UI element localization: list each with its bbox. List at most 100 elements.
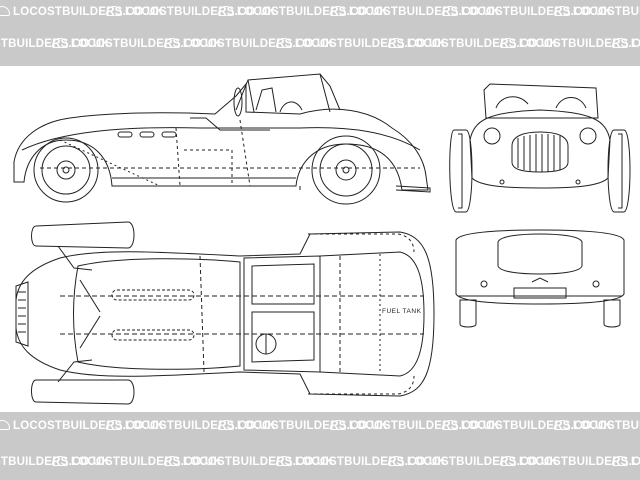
watermark-item: LOCOSTBUILDERS.CO.UK <box>554 6 640 18</box>
watermark-item: LOCOSTBUILDERS.CO.UK <box>0 420 164 432</box>
front-grille <box>512 132 568 172</box>
side-steering-wheel <box>234 88 242 116</box>
watermark-text: LOCOSTBUILDERS.CO.UK <box>631 38 640 50</box>
front-view <box>450 84 630 212</box>
watermark-text: LOCOSTBUILDERS.CO.UK <box>461 6 612 18</box>
watermark-band-top: LOCOSTBUILDERS.CO.UKLOCOSTBUILDERS.CO.UK… <box>0 0 640 66</box>
side-rear-wheel <box>312 136 380 204</box>
side-view <box>14 74 430 204</box>
watermark-item: LOCOSTBUILDERS.CO.UK <box>164 38 334 50</box>
watermark-item: LOCOSTBUILDERS.CO.UK <box>442 6 612 18</box>
watermark-item: LOCOSTBUILDERS.CO.UK <box>500 38 640 50</box>
plan-fuel-tank-label: FUEL TANK <box>382 308 422 315</box>
car-logo-icon <box>330 6 346 16</box>
car-logo-icon <box>554 420 570 430</box>
watermark-text: LOCOSTBUILDERS.CO.UK <box>519 456 640 468</box>
plan-view: FUEL TANK <box>16 222 434 404</box>
watermark-item: LOCOSTBUILDERS.CO.UK <box>330 420 500 432</box>
side-front-wheel <box>34 138 98 202</box>
rear-left-wheel <box>460 300 476 327</box>
watermark-item: LOCOSTBUILDERS.CO.UK <box>330 6 500 18</box>
watermark-item: LOCOSTBUILDERS.CO.UK <box>388 38 558 50</box>
watermark-item: LOCOSTBUILDERS.CO.UK <box>500 456 640 468</box>
rear-view <box>456 230 624 327</box>
watermark-item: LOCOSTBUILDERS.CO.UK <box>388 456 558 468</box>
front-body <box>470 110 610 188</box>
car-logo-icon <box>612 456 628 466</box>
side-body-outline <box>14 84 428 190</box>
watermark-item: LOCOSTBUILDERS.CO.UK <box>218 6 388 18</box>
front-left-wheel <box>450 130 472 212</box>
car-logo-icon <box>0 420 10 430</box>
watermark-item: LOCOSTBUILDERS.CO.UK <box>554 420 640 432</box>
watermark-item: LOCOSTBUILDERS.CO.UK <box>442 420 612 432</box>
car-logo-icon <box>554 6 570 16</box>
car-logo-icon <box>442 6 458 16</box>
watermark-text: LOCOSTBUILDERS.CO.UK <box>631 456 640 468</box>
watermark-text: LOCOSTBUILDERS.CO.UK <box>13 6 164 18</box>
watermark-text: LOCOSTBUILDERS.CO.UK <box>573 420 640 432</box>
watermark-text: LOCOSTBUILDERS.CO.UK <box>71 38 222 50</box>
front-windscreen-frame <box>484 84 598 118</box>
watermark-text: LOCOSTBUILDERS.CO.UK <box>461 420 612 432</box>
watermark-row: LOCOSTBUILDERS.CO.UKLOCOSTBUILDERS.CO.UK… <box>0 420 640 432</box>
watermark-item: LOCOSTBUILDERS.CO.UK <box>106 6 276 18</box>
side-belt-line <box>22 128 420 150</box>
watermark-text: LOCOSTBUILDERS.CO.UK <box>349 420 500 432</box>
watermark-text: LOCOSTBUILDERS.CO.UK <box>295 38 446 50</box>
car-logo-icon <box>106 6 122 16</box>
watermark-text: LOCOSTBUILDERS.CO.UK <box>519 38 640 50</box>
rear-body <box>456 230 624 304</box>
watermark-text: LOCOSTBUILDERS.CO.UK <box>237 6 388 18</box>
watermark-text: LOCOSTBUILDERS.CO.UK <box>349 6 500 18</box>
car-logo-icon <box>500 456 516 466</box>
watermark-text: LOCOSTBUILDERS.CO.UK <box>183 38 334 50</box>
car-logo-icon <box>218 6 234 16</box>
car-logo-icon <box>388 38 404 48</box>
side-vent <box>118 132 132 137</box>
car-logo-icon <box>106 420 122 430</box>
watermark-text: LOCOSTBUILDERS.CO.UK <box>125 420 276 432</box>
watermark-band-bottom: LOCOSTBUILDERS.CO.UKLOCOSTBUILDERS.CO.UK… <box>0 412 640 480</box>
watermark-item: LOCOSTBUILDERS.CO.UK <box>106 420 276 432</box>
watermark-item: LOCOSTBUILDERS.CO.UK <box>276 38 446 50</box>
car-logo-icon <box>442 420 458 430</box>
plan-body-outline <box>16 232 434 396</box>
car-logo-icon <box>52 38 68 48</box>
side-exhaust <box>396 186 430 192</box>
car-logo-icon <box>612 38 628 48</box>
watermark-text: LOCOSTBUILDERS.CO.UK <box>125 6 276 18</box>
car-logo-icon <box>218 420 234 430</box>
watermark-row: LOCOSTBUILDERS.CO.UKLOCOSTBUILDERS.CO.UK… <box>0 6 640 18</box>
watermark-item: LOCOSTBUILDERS.CO.UK <box>0 6 164 18</box>
watermark-item: LOCOSTBUILDERS.CO.UK <box>612 38 640 50</box>
watermark-item: LOCOSTBUILDERS.CO.UK <box>52 456 222 468</box>
watermark-text: LOCOSTBUILDERS.CO.UK <box>71 456 222 468</box>
car-logo-icon <box>276 456 292 466</box>
rear-deck-panel <box>498 234 582 274</box>
car-logo-icon <box>276 38 292 48</box>
watermark-item: LOCOSTBUILDERS.CO.UK <box>218 420 388 432</box>
watermark-text: LOCOSTBUILDERS.CO.UK <box>295 456 446 468</box>
side-vent <box>140 132 154 137</box>
watermark-text: LOCOSTBUILDERS.CO.UK <box>407 38 558 50</box>
rear-right-wheel <box>604 300 620 327</box>
plan-nose-grille <box>16 282 28 346</box>
car-logo-icon <box>164 456 180 466</box>
car-logo-icon <box>500 38 516 48</box>
rear-number-plate <box>514 288 566 298</box>
watermark-row: LOCOSTBUILDERS.CO.UKLOCOSTBUILDERS.CO.UK… <box>0 456 640 468</box>
front-right-wheel <box>608 130 630 212</box>
car-logo-icon <box>0 6 10 16</box>
watermark-text: LOCOSTBUILDERS.CO.UK <box>573 6 640 18</box>
plan-front-right-wheel <box>32 380 135 404</box>
plan-cockpit <box>244 256 320 372</box>
car-logo-icon <box>330 420 346 430</box>
side-vent <box>162 132 176 137</box>
watermark-text: LOCOSTBUILDERS.CO.UK <box>13 420 164 432</box>
watermark-item: LOCOSTBUILDERS.CO.UK <box>0 456 110 468</box>
watermark-item: LOCOSTBUILDERS.CO.UK <box>164 456 334 468</box>
plan-front-left-wheel <box>32 222 135 248</box>
watermark-row: LOCOSTBUILDERS.CO.UKLOCOSTBUILDERS.CO.UK… <box>0 38 640 50</box>
